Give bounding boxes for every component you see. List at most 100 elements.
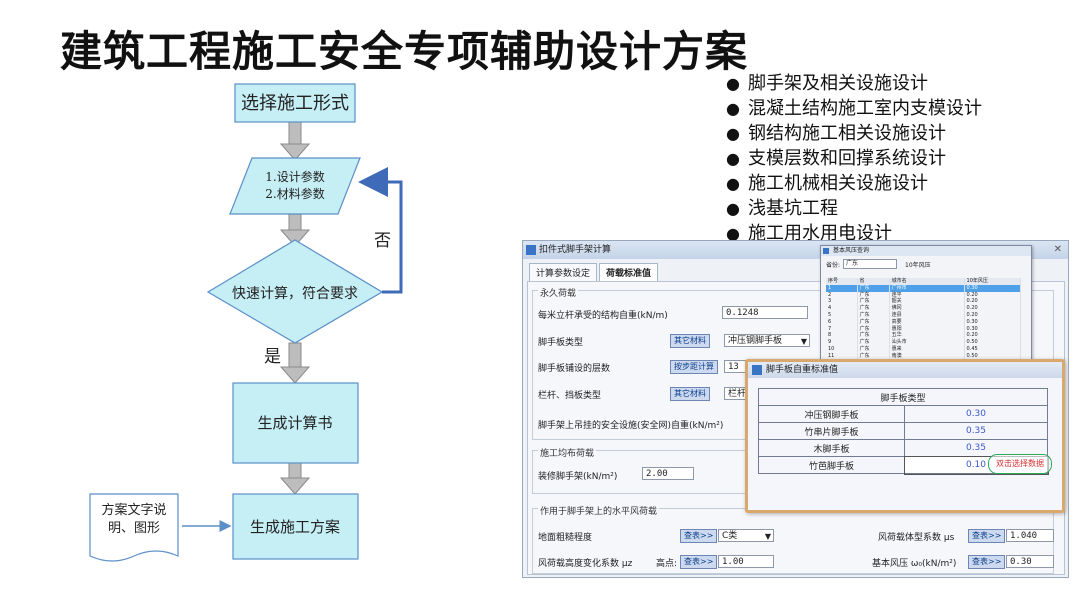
ground-lookup-button[interactable]: 查表>> (680, 529, 718, 543)
decision-text: 快速计算，符合要求 (232, 286, 358, 302)
table-cell: 广东 (857, 318, 890, 326)
table-cell: 五华 (889, 332, 965, 340)
params-line1: 1.设计参数 (265, 169, 324, 184)
basic-wind-label: 基本风压 ω₀(kN/m²) (872, 559, 957, 569)
ground-select[interactable]: C类▼ (718, 529, 774, 542)
table-cell: 广东 (857, 352, 890, 360)
tab-load-standard[interactable]: 荷载标准值 (599, 263, 659, 281)
table-cell: 省 (857, 278, 890, 285)
gen-calc-box (232, 382, 359, 464)
table-cell: 惠来 (889, 345, 965, 353)
bullet-dot-icon: ● (726, 224, 740, 243)
table-cell: 7 (826, 325, 858, 333)
table-cell: 10 (826, 345, 858, 353)
rail-other-button[interactable]: 其它材料 (670, 387, 710, 401)
table-cell: 佛冈 (889, 305, 965, 312)
deco-field[interactable]: 2.00 (642, 467, 694, 480)
table-cell: 广东 (857, 325, 890, 333)
province-select[interactable]: 广东 (843, 259, 897, 269)
period-label: 10年风压 (905, 262, 931, 269)
bullet-dot-icon: ● (726, 99, 740, 118)
board-type-select[interactable]: 冲压钢脚手板▼ (724, 334, 810, 347)
table-cell: 广东 (857, 291, 890, 299)
section-permanent: 永久荷载 (538, 286, 579, 299)
height-coef-field[interactable]: 1.00 (718, 555, 774, 568)
board-type-label: 脚手板类型 (538, 338, 584, 348)
height-lookup-button[interactable]: 查表>> (680, 555, 718, 569)
table-cell: 韶关 (889, 298, 965, 306)
table-cell: 8 (826, 332, 858, 340)
bullet-dot-icon: ● (726, 199, 740, 218)
bullet-dot-icon: ● (726, 74, 740, 93)
table-cell: 6 (826, 318, 858, 326)
table-cell: 9 (826, 339, 858, 346)
chevron-down-icon: ▼ (764, 532, 771, 541)
board-dialog-titlebar: 脚手板自重标准值 (748, 362, 1062, 378)
table-cell: 0.45 (964, 345, 1022, 353)
safety-net-label: 脚手架上吊挂的安全设施(安全网)自重(kN/m²) (538, 421, 724, 431)
yes-label: 是 (264, 347, 281, 367)
gen-plan-text: 生成施工方案 (250, 518, 340, 536)
gray-arrow-3 (279, 342, 311, 384)
table-header-row: 脚手板类型 (758, 388, 1048, 406)
board-name-cell: 木脚手板 (758, 439, 905, 457)
double-click-tip: 双击选择数据 (988, 454, 1052, 474)
board-name-cell: 冲压钢脚手板 (758, 405, 905, 423)
table-cell: 0.30 (964, 284, 1022, 292)
basic-wind-lookup-button[interactable]: 查表>> (968, 555, 1006, 569)
page-title: 建筑工程施工安全专项辅助设计方案 (60, 27, 749, 76)
list-item: ●钢结构施工相关设施设计 (726, 123, 946, 144)
board-type-other-button[interactable]: 其它材料 (670, 334, 710, 348)
table-cell: 广东 (857, 339, 890, 346)
basic-wind-field[interactable]: 0.30 (1006, 555, 1054, 568)
table-cell: 汕头市 (889, 339, 965, 346)
gray-arrow-4 (279, 461, 311, 495)
table-cell: 高要 (889, 318, 965, 326)
board-name-cell: 竹串片脚手板 (758, 422, 905, 440)
list-item: ●混凝土结构施工室内支模设计 (726, 98, 982, 119)
shape-lookup-button[interactable]: 查表>> (968, 529, 1006, 543)
close-icon[interactable]: ✕ (1053, 244, 1062, 255)
gray-arrow-1 (279, 121, 311, 161)
app-icon (823, 248, 829, 254)
table-cell: 序号 (826, 278, 858, 285)
list-item: ●浅基坑工程 (726, 198, 838, 219)
shape-coef-field[interactable]: 1.040 (1006, 529, 1054, 542)
feature-list: ●脚手架及相关设施设计 ●混凝土结构施工室内支模设计 ●钢结构施工相关设施设计 … (726, 71, 982, 246)
no-label: 否 (374, 231, 391, 251)
gen-plan-box (232, 493, 359, 560)
board-value-cell: 0.30 (904, 405, 1048, 423)
layers-calc-button[interactable]: 按步距计算 (670, 360, 718, 374)
table-cell: 南澳 (889, 352, 965, 360)
tab-calc-params[interactable]: 计算参数设定 (529, 263, 598, 281)
list-item: ●施工机械相关设施设计 (726, 173, 928, 194)
app-icon (752, 365, 762, 375)
height-sub-label: 高点: (656, 559, 678, 569)
self-weight-field[interactable]: 0.1248 (722, 306, 808, 319)
gen-calc-text: 生成计算书 (257, 414, 332, 432)
deco-label: 装修脚手架(kN/m²) (538, 472, 618, 482)
doc-line2: 明、图形 (108, 521, 160, 536)
table-cell: 1 (826, 284, 858, 292)
height-coef-label: 风荷载高度变化系数 μz (538, 559, 633, 569)
table-cell: 广东 (857, 311, 890, 319)
table-cell: 0.20 (964, 291, 1022, 299)
list-item: ●支模层数和回撑系统设计 (726, 148, 946, 169)
table-cell: 0.20 (964, 305, 1022, 312)
tab-bar: 计算参数设定荷载标准值 (529, 263, 660, 281)
ground-label: 地面粗糙程度 (538, 533, 593, 543)
